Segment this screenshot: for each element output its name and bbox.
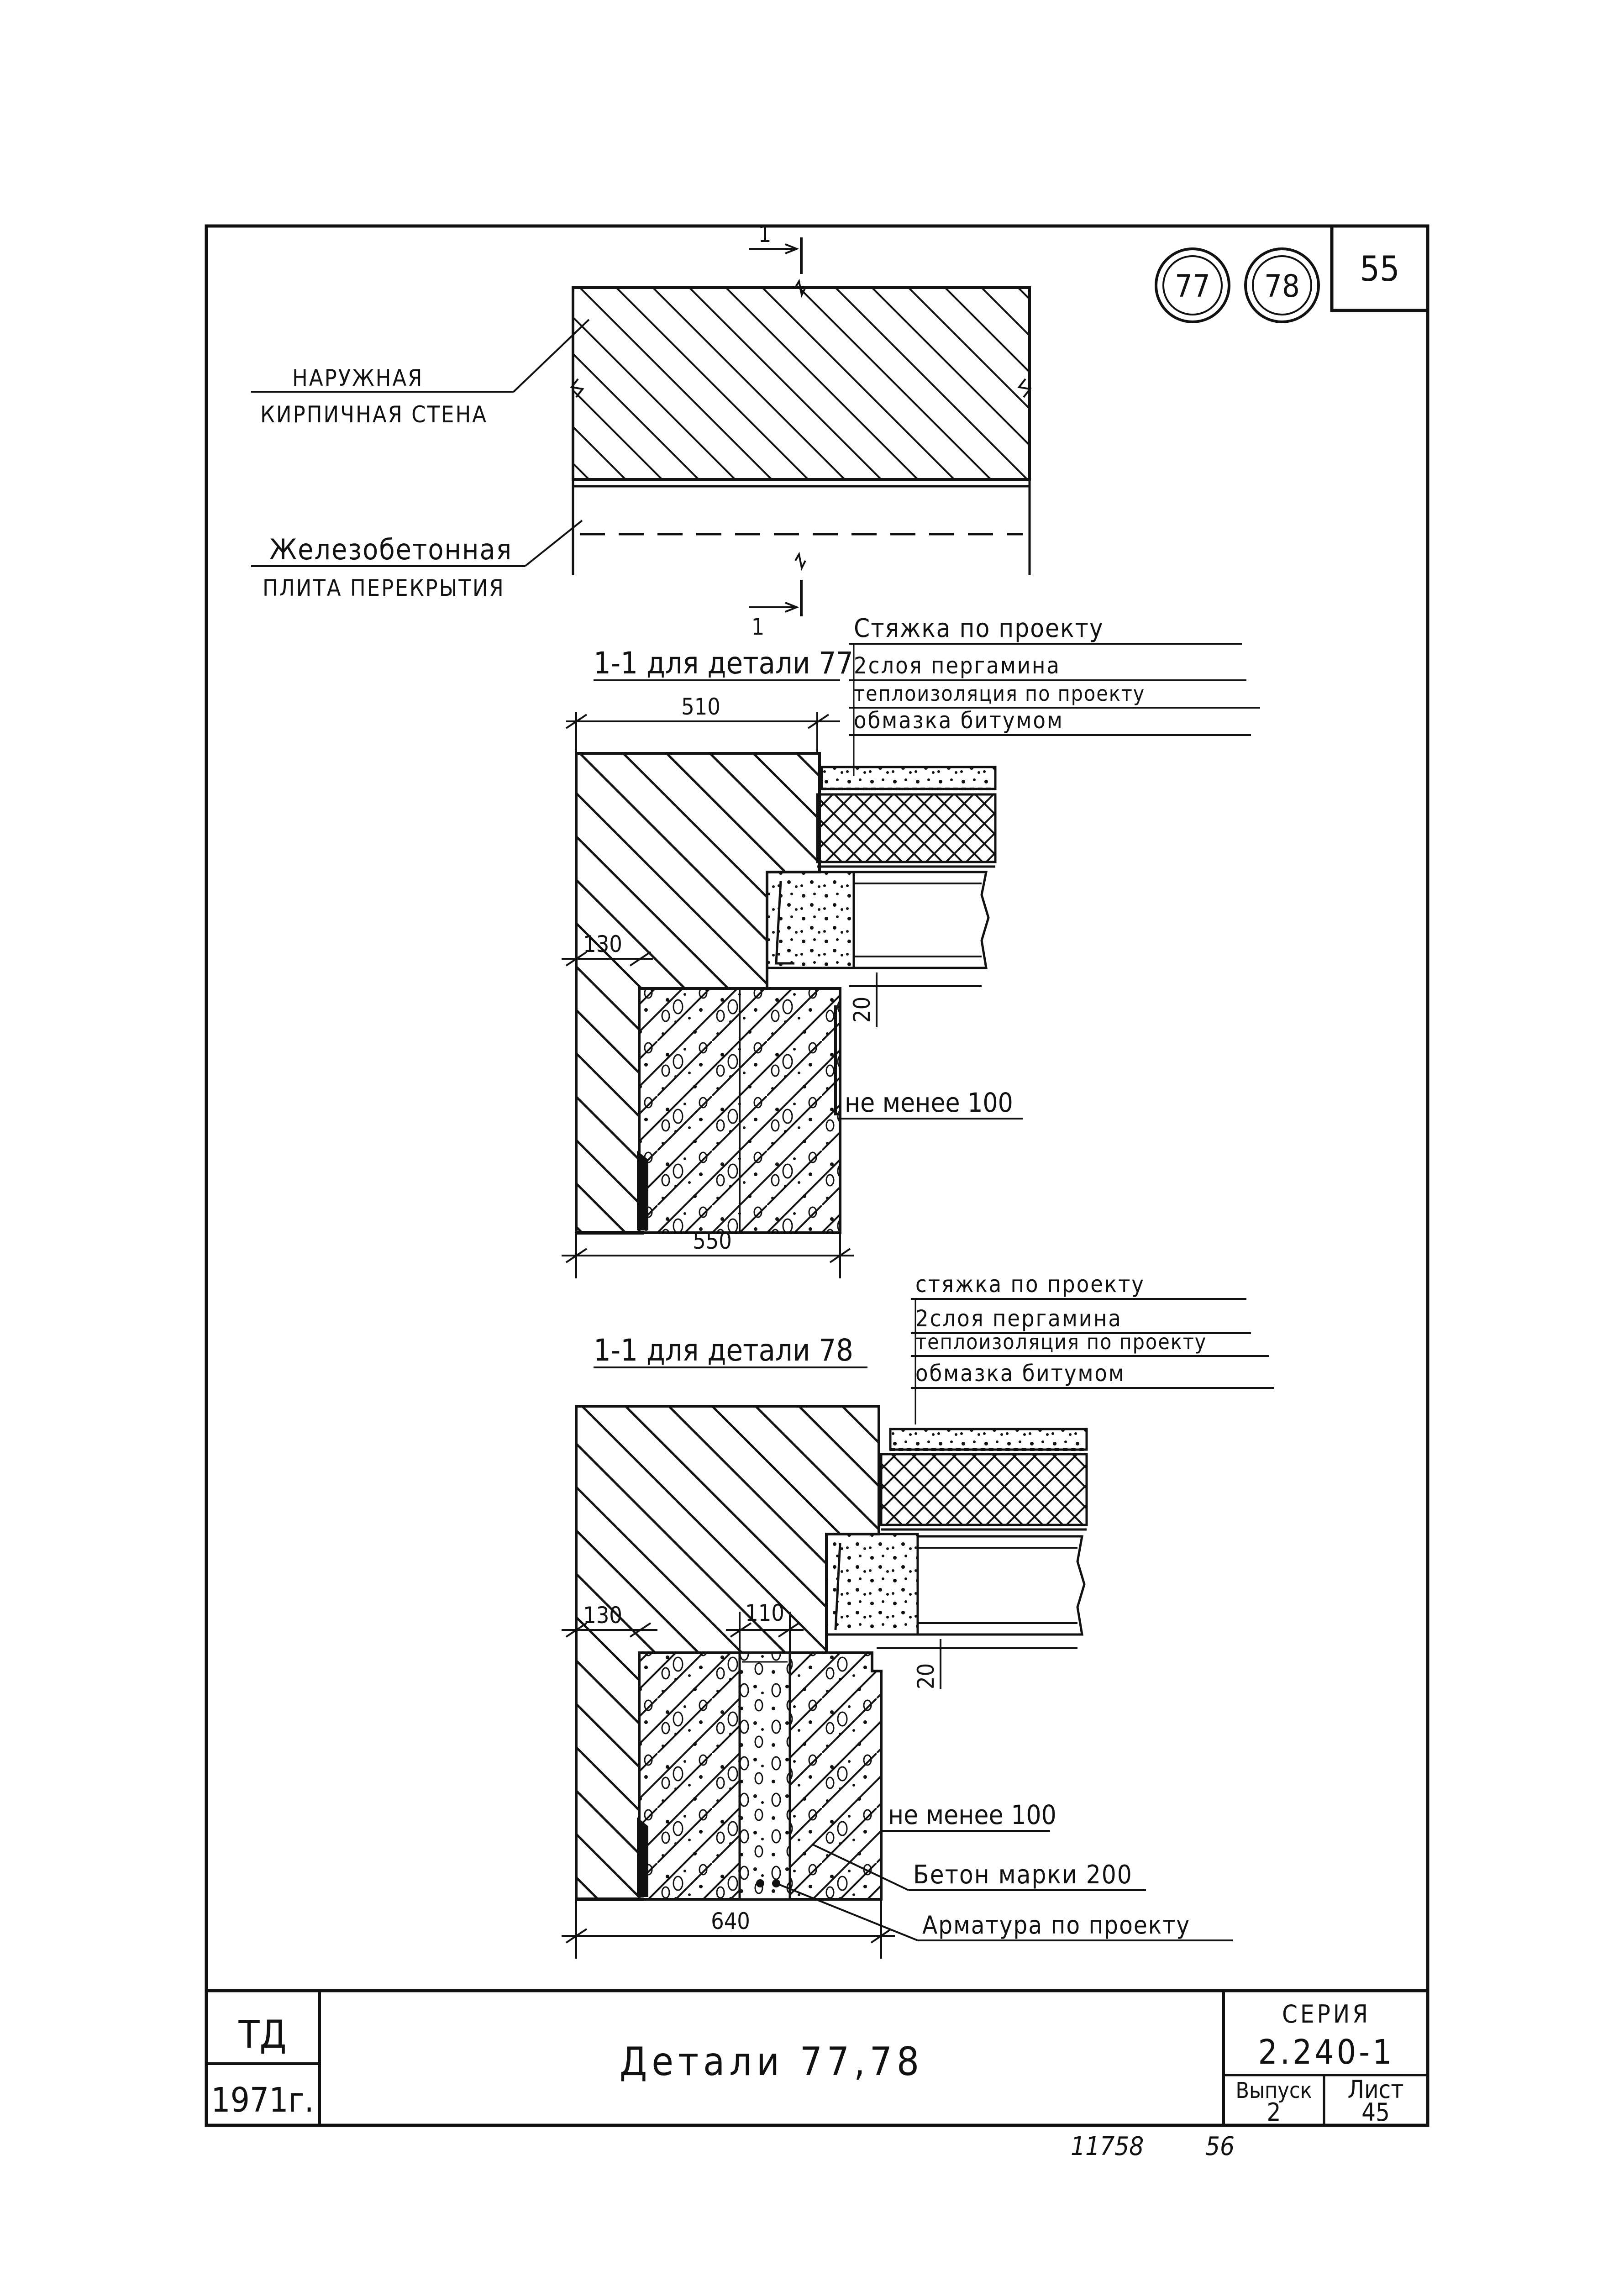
detail78-dim-inner: 110	[745, 1600, 784, 1626]
sheet-frame	[205, 224, 1430, 2127]
detail77-note-min: не менее 100	[845, 1087, 1013, 1118]
detail78-screed	[889, 1428, 1088, 1451]
footer-page: 56	[1205, 2132, 1235, 2161]
title-block-org: ТД	[238, 2012, 286, 2057]
detail78-dim-bottom: 640	[711, 1908, 750, 1934]
slab-label-1: Железобетонная	[269, 533, 512, 566]
detail78-note-rebar: Арматура по проекту	[922, 1911, 1190, 1939]
detail78-title: 1-1 для детали 78	[594, 1333, 853, 1368]
plan-view: 1 1 НАРУЖНАЯ КИРПИЧНАЯ СТЕНА Железобетон…	[251, 221, 1032, 640]
detail78-layer-3: теплоизоляция по проекту	[915, 1330, 1207, 1354]
detail77-insulation	[816, 793, 997, 863]
footer-code: 11758	[1071, 2132, 1144, 2161]
detail-marker-77: 77	[1155, 247, 1230, 323]
detail78-dim-offset: 130	[583, 1602, 622, 1629]
section-mark-top: 1	[758, 221, 772, 247]
detail78-note-concrete: Бетон марки 200	[913, 1860, 1133, 1890]
detail77-dim-offset: 130	[583, 931, 622, 957]
detail77-layer-1: Стяжка по проекту	[854, 614, 1104, 643]
detail77-layer-3: теплоизоляция по проекту	[854, 681, 1145, 706]
detail78-dim-gap: 20	[913, 1663, 939, 1689]
detail77-dim-bottom: 550	[693, 1228, 732, 1254]
detail77-layer-2: 2слоя пергамина	[854, 652, 1061, 679]
detail78-insulation	[880, 1453, 1088, 1526]
sheet-value: 45	[1361, 2098, 1390, 2127]
sheet-label: Лист	[1347, 2075, 1403, 2104]
wall-label-2: КИРПИЧНАЯ СТЕНА	[260, 401, 488, 428]
detail77-hollow-slab	[854, 871, 990, 969]
series-label: СЕРИЯ	[1282, 2000, 1371, 2029]
section-mark-bottom: 1	[752, 614, 765, 640]
svg-text:78: 78	[1264, 268, 1300, 305]
svg-text:77: 77	[1175, 268, 1210, 305]
detail78-layer-2: 2слоя пергамина	[915, 1305, 1122, 1332]
title-block-year: 1971г.	[211, 2081, 314, 2120]
detail77-dim-gap: 20	[849, 997, 875, 1023]
detail78-layer-1: стяжка по проекту	[915, 1271, 1145, 1298]
section-detail-78: 1-1 для детали 78 стяжка по проекту 2сло…	[562, 1271, 1274, 1959]
wall-label-1: НАРУЖНАЯ	[292, 365, 423, 391]
detail-marker-78: 78	[1244, 247, 1320, 323]
detail78-layer-4: обмазка битумом	[915, 1360, 1125, 1387]
detail78-note-min: не менее 100	[888, 1799, 1056, 1830]
issue-label: Выпуск	[1235, 2078, 1312, 2103]
detail77-layer-4: обмазка битумом	[854, 707, 1064, 734]
plan-brick-wall	[572, 286, 1031, 481]
detail78-slab-end	[825, 1533, 919, 1636]
title-block: ТД 1971г. Детали 77,78 СЕРИЯ 2.240-1 Вып…	[206, 1989, 1428, 2127]
detail78-hollow-slab	[918, 1535, 1086, 1636]
detail78-rebar-1	[756, 1879, 764, 1887]
drawing-title: Детали 77,78	[620, 2039, 924, 2085]
sheet-number: 55	[1360, 248, 1400, 289]
sheet-number-box	[1330, 226, 1428, 312]
slab-label-2: ПЛИТА ПЕРЕКРЫТИЯ	[263, 575, 505, 601]
detail77-dim-top: 510	[681, 694, 720, 720]
detail77-screed	[820, 766, 997, 790]
detail77-title: 1-1 для детали 77	[594, 646, 853, 681]
series-value: 2.240-1	[1258, 2033, 1395, 2072]
issue-value: 2	[1267, 2098, 1281, 2127]
section-detail-77: 1-1 для детали 77 Стяжка по проекту 2сло…	[562, 614, 1260, 1278]
